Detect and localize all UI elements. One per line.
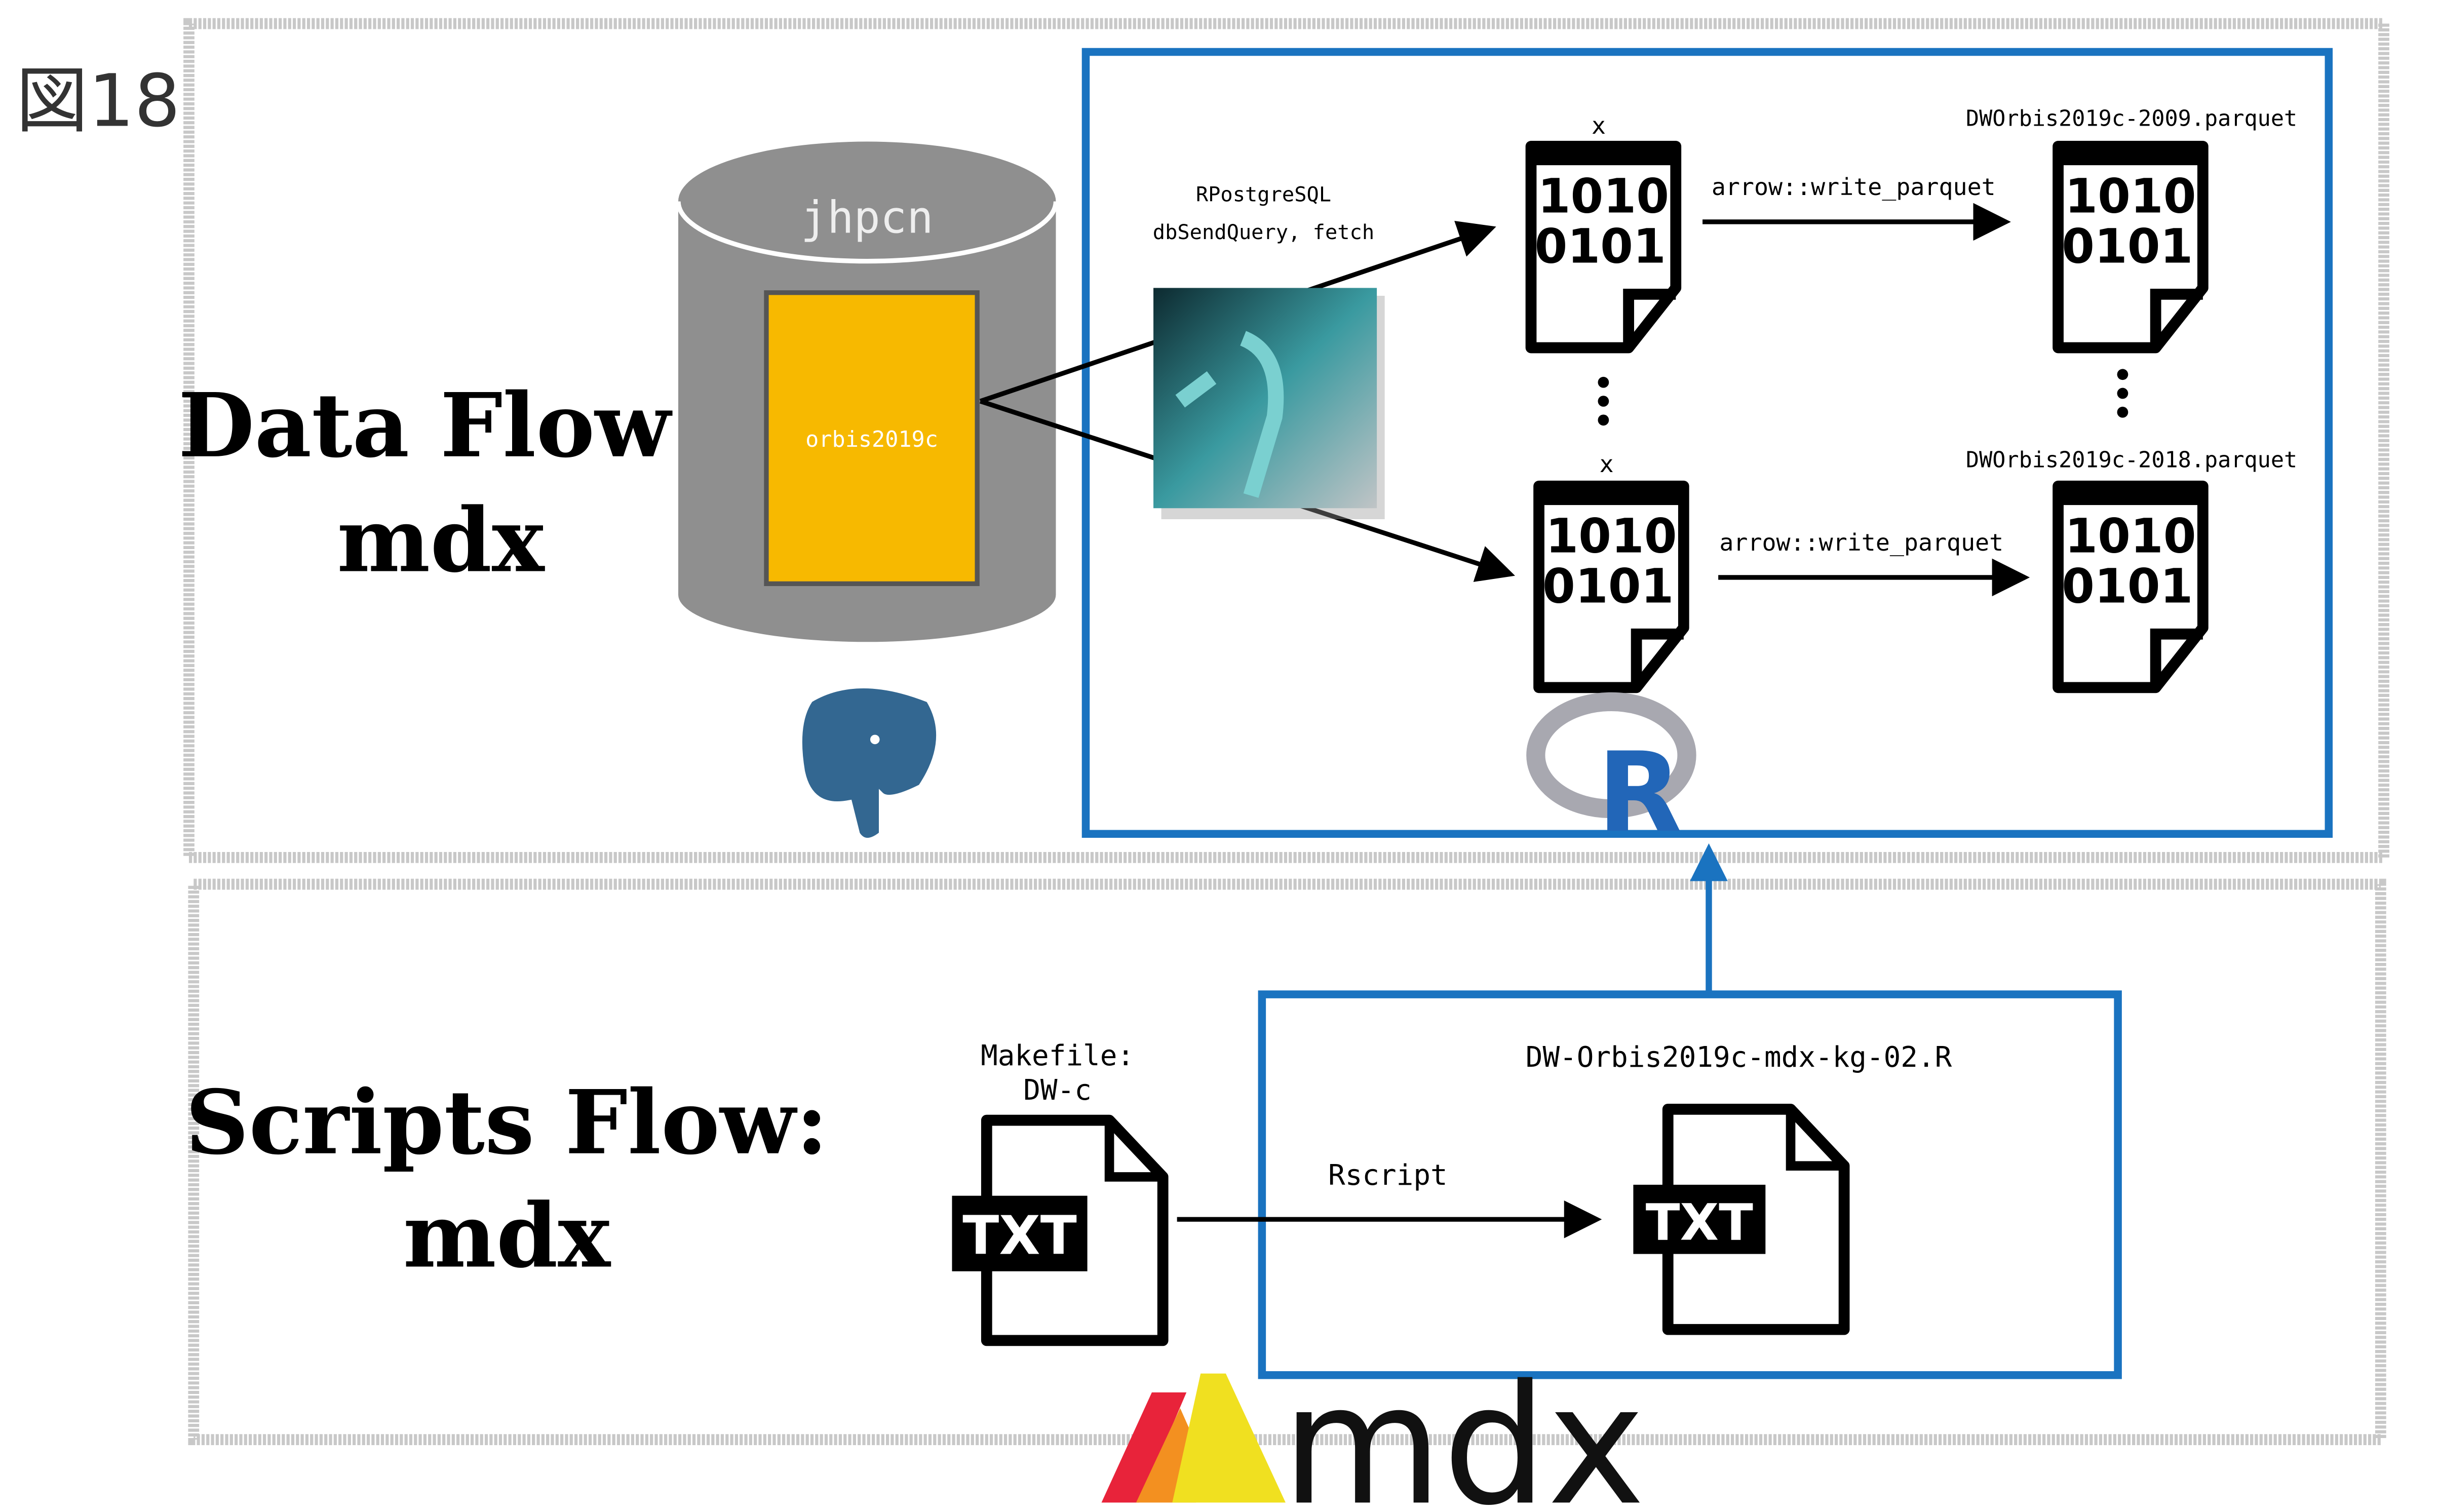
scripts-flow-subtitle: mdx xyxy=(403,1184,611,1288)
input-label: x xyxy=(1592,112,1606,139)
data-flow-frame xyxy=(183,18,2389,863)
svg-text:0101: 0101 xyxy=(1542,559,1674,614)
parquet-file-icon: 1010 0101 xyxy=(2058,486,2203,688)
svg-text:1010: 1010 xyxy=(2065,169,2196,223)
table-name: orbis2019c xyxy=(805,427,938,452)
parquet-file-icon: 1010 0101 xyxy=(2058,146,2203,348)
svg-text:1010: 1010 xyxy=(1545,509,1677,563)
fetch-label-line1: RPostgreSQL xyxy=(1196,183,1331,207)
postgresql-elephant-icon xyxy=(797,683,941,843)
rscript-label: Rscript xyxy=(1328,1159,1448,1192)
svg-text:0101: 0101 xyxy=(1535,219,1666,274)
r-logo: R xyxy=(1526,692,1696,857)
mdx-logo: mdx xyxy=(1101,1349,1645,1512)
input-label: x xyxy=(1600,450,1614,478)
svg-text:0101: 0101 xyxy=(2062,559,2193,614)
svg-text:1010: 1010 xyxy=(1538,169,1669,223)
output-filename: DWOrbis2019c-2009.parquet xyxy=(1966,106,2297,131)
svg-text:TXT: TXT xyxy=(1646,1194,1753,1252)
scripts-flow-title: Scripts Flow: xyxy=(185,1071,828,1175)
rscript-box xyxy=(1258,990,2122,1379)
output-filename: DWOrbis2019c-2018.parquet xyxy=(1966,448,2297,473)
svg-text:0101: 0101 xyxy=(2062,219,2193,274)
table-orbis2019c xyxy=(764,290,980,587)
figure-label: 図18 xyxy=(16,58,180,143)
script-filename: DW-Orbis2019c-mdx-kg-02.R xyxy=(1526,1041,1952,1074)
write-parquet-label: arrow::write_parquet xyxy=(1719,529,2003,556)
scripts-flow-frame xyxy=(188,878,2386,1445)
makefile-label: Makefile: xyxy=(981,1039,1134,1072)
r-script-txt-icon: TXT xyxy=(1633,1109,1844,1330)
r-process-box xyxy=(1081,48,2333,838)
svg-text:R: R xyxy=(1597,729,1682,857)
binary-file-icon: 1010 0101 xyxy=(1531,146,1676,348)
write-parquet-label: arrow::write_parquet xyxy=(1712,173,1996,201)
data-flow-title: Data Flow: xyxy=(178,374,704,478)
binary-file-icon: 1010 0101 xyxy=(1539,486,1684,688)
data-row-2018: x 1010 0101 arrow::write_parquet DWOrbis… xyxy=(1539,448,2297,688)
data-flow-subtitle: mdx xyxy=(337,489,545,593)
makefile-target: DW-c xyxy=(1023,1074,1092,1107)
svg-text:1010: 1010 xyxy=(2065,509,2196,563)
svg-text:TXT: TXT xyxy=(962,1205,1076,1267)
data-row-2009: x 1010 0101 arrow::write_parquet DWOrbis… xyxy=(1531,106,2297,348)
database-name: jhpcn xyxy=(801,192,934,244)
svg-text:mdx: mdx xyxy=(1282,1349,1645,1512)
fetch-label-line2: dbSendQuery, fetch xyxy=(1153,220,1374,244)
makefile-txt-icon: TXT xyxy=(952,1120,1163,1341)
database-cylinder: jhpcn orbis2019c xyxy=(676,141,1059,642)
ellipsis-dots xyxy=(1598,369,2128,426)
